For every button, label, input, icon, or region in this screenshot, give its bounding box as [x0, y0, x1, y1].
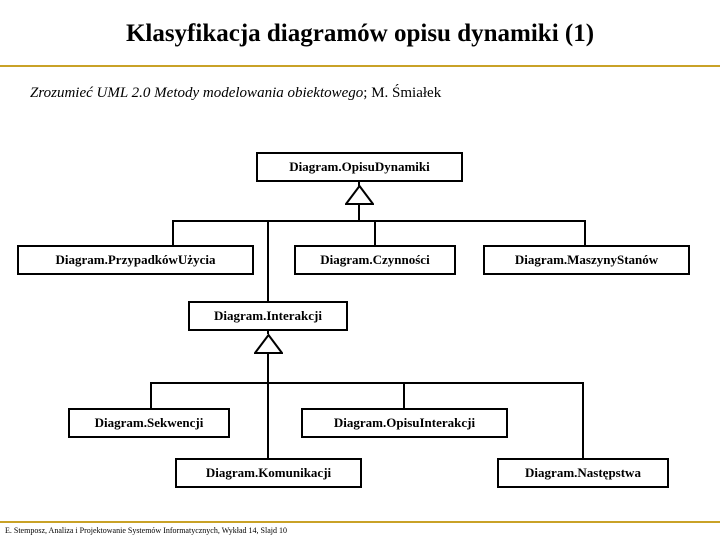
- uml-class-komunikacji[interactable]: Diagram.Komunikacji: [175, 458, 362, 488]
- page-title: Klasyfikacja diagramów opisu dynamiki (1…: [125, 20, 595, 47]
- uml-class-label: Diagram.Interakcji: [214, 308, 322, 323]
- generalization-shaft-lower: [267, 352, 269, 383]
- uml-class-czynnosci[interactable]: Diagram.Czynności: [294, 245, 456, 275]
- subtitle-book-title: Zrozumieć UML 2.0 Metody modelowania obi…: [30, 85, 364, 101]
- subtitle-author: ; M. Śmiałek: [363, 85, 442, 101]
- generalization-drop-interakcji: [267, 220, 269, 301]
- uml-class-interakcji[interactable]: Diagram.Interakcji: [188, 301, 348, 331]
- title-divider-rule: [0, 65, 720, 67]
- generalization-bus-upper: [172, 220, 586, 222]
- generalization-triangle-upper: [345, 185, 374, 205]
- generalization-drop-czynnosci: [374, 220, 376, 245]
- slide-subtitle: Zrozumieć UML 2.0 Metody modelowania obi…: [30, 85, 441, 102]
- generalization-stub-root-top: [358, 182, 360, 186]
- generalization-drop-sekwencji: [150, 382, 152, 408]
- uml-class-label: Diagram.OpisuDynamiki: [289, 159, 430, 174]
- uml-class-maszyny-stanow[interactable]: Diagram.MaszynyStanów: [483, 245, 690, 275]
- generalization-shaft-upper: [358, 203, 360, 221]
- generalization-drop-przypadkow-uzycia: [172, 220, 174, 245]
- uml-class-sekwencji[interactable]: Diagram.Sekwencji: [68, 408, 230, 438]
- uml-class-label: Diagram.MaszynyStanów: [514, 252, 659, 267]
- uml-class-label: Diagram.Komunikacji: [205, 465, 332, 480]
- uml-class-label: Diagram.Czynności: [320, 252, 430, 267]
- uml-class-label: Diagram.OpisuInterakcji: [333, 415, 476, 430]
- slide-footer: E. Stemposz, Analiza i Projektowanie Sys…: [5, 526, 287, 535]
- generalization-drop-nastepstwa: [582, 382, 584, 458]
- generalization-drop-opisu-interakcji: [403, 382, 405, 408]
- footer-divider-rule: [0, 521, 720, 523]
- uml-class-label: Diagram.Następstwa: [525, 465, 641, 480]
- generalization-triangle-lower: [254, 334, 283, 354]
- generalization-bus-lower: [150, 382, 584, 384]
- uml-class-nastepstwa[interactable]: Diagram.Następstwa: [497, 458, 669, 488]
- uml-class-opisu-interakcji[interactable]: Diagram.OpisuInterakcji: [301, 408, 508, 438]
- generalization-drop-maszyny-stanow: [584, 220, 586, 245]
- uml-class-label: Diagram.Sekwencji: [94, 415, 204, 430]
- uml-class-opisu-dynamiki[interactable]: Diagram.OpisuDynamiki: [256, 152, 463, 182]
- uml-class-przypadkow-uzycia[interactable]: Diagram.PrzypadkówUżycia: [17, 245, 254, 275]
- uml-class-label: Diagram.PrzypadkówUżycia: [55, 252, 216, 267]
- generalization-stub-interakcji-bottom: [267, 331, 269, 334]
- generalization-drop-komunikacji: [267, 382, 269, 458]
